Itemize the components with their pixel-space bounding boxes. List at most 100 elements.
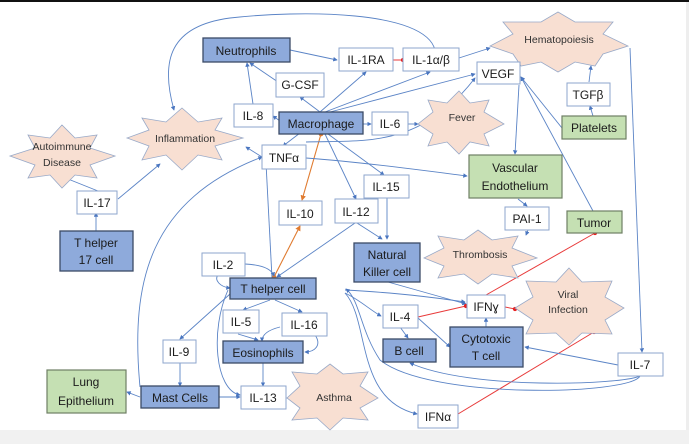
- node-tgfb[interactable]: TGFβ: [566, 82, 611, 107]
- node-il1ra[interactable]: IL-1RA: [338, 47, 394, 72]
- edge-platelets-tgfb: [588, 105, 594, 117]
- node-vascular-endothelium[interactable]: Vascular Endothelium: [468, 154, 563, 199]
- edge-thelper-il10: [271, 225, 301, 280]
- asthma-label: Asthma: [316, 392, 352, 404]
- edge-il2-thelper-left: [216, 274, 231, 290]
- il16-label: IL-16: [290, 318, 318, 332]
- node-il6[interactable]: IL-6: [371, 111, 409, 136]
- top-border: [0, 0, 689, 2]
- edge-macrophage-vegf: [329, 72, 476, 113]
- cytotoxic-label-2: T cell: [472, 349, 500, 363]
- node-platelets[interactable]: Platelets: [561, 115, 627, 140]
- tnfa-label: TNFα: [269, 151, 299, 165]
- node-tumor[interactable]: Tumor: [566, 210, 623, 234]
- hematopoiesis-label: Hematopoiesis: [524, 34, 593, 46]
- il7-label: IL-7: [630, 358, 651, 372]
- node-il5[interactable]: IL-5: [222, 309, 260, 334]
- node-eosinophils[interactable]: Eosinophils: [222, 340, 304, 364]
- node-mast-cells[interactable]: Mast Cells: [140, 385, 220, 409]
- th17-label-2: 17 cell: [79, 253, 114, 267]
- neutrophils-label: Neutrophils: [216, 44, 277, 58]
- node-il15[interactable]: IL-15: [363, 174, 410, 199]
- edge-il12-thelper: [276, 222, 356, 278]
- node-lung-epithelium[interactable]: Lung Epithelium: [46, 369, 127, 414]
- mast-cells-label: Mast Cells: [152, 391, 208, 405]
- edge-il4-bcell: [399, 326, 409, 339]
- edge-gcsf-neutrophils: [249, 62, 279, 83]
- edge-macrophage-il10: [300, 131, 324, 201]
- node-il17[interactable]: IL-17: [76, 190, 118, 215]
- vascular-label-1: Vascular: [492, 161, 538, 175]
- node-il9[interactable]: IL-9: [162, 339, 197, 364]
- edge-il1ab-hematopoiesis: [458, 47, 491, 59]
- autoimmune-label-2: Disease: [43, 157, 81, 169]
- node-ifna[interactable]: IFNα: [417, 404, 459, 429]
- edge-ifng-viral: [504, 306, 518, 312]
- node-hematopoiesis[interactable]: Hematopoiesis: [488, 11, 630, 73]
- cytotoxic-label-1: Cytotoxic: [461, 332, 510, 346]
- node-inflammation[interactable]: Inflammation: [125, 107, 245, 171]
- node-gcsf[interactable]: G-CSF: [275, 72, 325, 98]
- node-il10[interactable]: IL-10: [278, 200, 323, 226]
- macrophage-label: Macrophage: [288, 117, 355, 131]
- viral-label-2: Infection: [548, 304, 588, 316]
- node-il4[interactable]: IL-4: [382, 304, 419, 329]
- node-il13[interactable]: IL-13: [240, 385, 287, 410]
- node-il16[interactable]: IL-16: [281, 312, 328, 337]
- edge-il5-eosinophils: [237, 333, 259, 342]
- edge-il8-neutrophils: [245, 62, 254, 105]
- edge-ifng-tumor: [485, 230, 598, 296]
- node-macrophage[interactable]: Macrophage: [278, 111, 364, 135]
- node-asthma[interactable]: Asthma: [286, 363, 379, 431]
- nk-label-2: Killer cell: [363, 265, 411, 279]
- edge-ifna-viral: [457, 329, 597, 415]
- inflammation-label: Inflammation: [155, 133, 215, 145]
- il6-label: IL-6: [380, 117, 401, 131]
- node-il7[interactable]: IL-7: [617, 352, 664, 377]
- node-autoimmune-disease[interactable]: Autoimmune Disease: [8, 124, 117, 189]
- node-vegf[interactable]: VEGF: [476, 61, 521, 85]
- edge-macrophage-il1ra: [319, 71, 367, 113]
- node-t-helper-cell[interactable]: T helper cell: [229, 277, 317, 300]
- node-b-cell[interactable]: B cell: [382, 338, 437, 363]
- edge-il7-bcell: [409, 362, 641, 384]
- vegf-label: VEGF: [482, 67, 515, 81]
- node-fever[interactable]: Fever: [417, 90, 505, 155]
- edge-mast-lung: [126, 391, 141, 398]
- il5-label: IL-5: [231, 315, 252, 329]
- edge-il4-cytotoxic: [417, 317, 451, 348]
- right-margin-strip: [686, 2, 689, 444]
- edge-tnfa-vascular: [305, 157, 468, 178]
- edge-macrophage-gcsf: [299, 96, 321, 113]
- il2-label: IL-2: [213, 258, 234, 272]
- node-th17-cell[interactable]: T helper 17 cell: [59, 230, 134, 272]
- il12-label: IL-12: [342, 205, 370, 219]
- edge-thelper-ifna: [344, 292, 418, 416]
- edge-macrophage-tnfa: [282, 132, 301, 147]
- node-il8[interactable]: IL-8: [233, 103, 274, 128]
- node-il12[interactable]: IL-12: [334, 198, 379, 224]
- node-tnfa[interactable]: TNFα: [261, 144, 307, 170]
- node-ifng[interactable]: IFNɣ: [466, 294, 506, 319]
- il1ab-label: IL-1α/β: [412, 53, 450, 67]
- node-neutrophils[interactable]: Neutrophils: [202, 37, 291, 63]
- edge-mast-inflammation: [137, 156, 263, 388]
- node-cytotoxic-t-cell[interactable]: Cytotoxic T cell: [449, 326, 524, 368]
- edge-hematopoiesis-il7: [629, 47, 645, 353]
- tumor-label: Tumor: [577, 216, 611, 230]
- node-thrombosis[interactable]: Thrombosis: [423, 229, 539, 285]
- tgfb-label: TGFβ: [573, 88, 604, 102]
- node-natural-killer-cell[interactable]: Natural Killer cell: [353, 242, 421, 283]
- bottom-margin-band: [0, 430, 689, 444]
- edge-il7-thelper: [345, 288, 641, 391]
- t-helper-label: T helper cell: [240, 282, 305, 296]
- node-il1ab[interactable]: IL-1α/β: [402, 47, 460, 72]
- node-il2[interactable]: IL-2: [201, 252, 246, 277]
- lung-label-1: Lung: [73, 375, 100, 389]
- ifna-label: IFNα: [425, 410, 451, 424]
- node-viral-infection[interactable]: Viral Infection: [514, 267, 625, 346]
- fever-label: Fever: [449, 112, 476, 124]
- node-pai1[interactable]: PAI-1: [504, 206, 550, 231]
- il17-label: IL-17: [83, 196, 111, 210]
